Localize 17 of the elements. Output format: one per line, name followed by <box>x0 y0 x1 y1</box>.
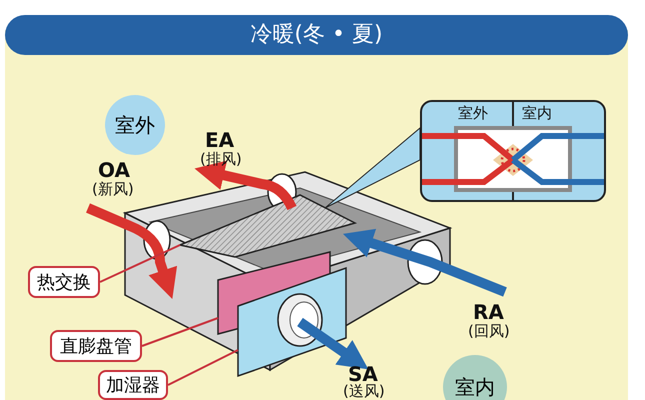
zone-label: 室外 <box>458 104 488 123</box>
title-banner: 冷暖(冬 • 夏) <box>5 15 628 55</box>
airflow-name: (送风) <box>343 382 385 400</box>
callout-label: 加湿器 <box>98 370 168 400</box>
callout-pointer <box>324 126 420 208</box>
callout-label: 直膨盘管 <box>50 330 142 362</box>
airflow-name: (新风) <box>92 180 134 199</box>
leader-line <box>142 317 218 347</box>
heat-exchanger-core <box>180 195 355 257</box>
airflow-name: (回风) <box>468 322 510 341</box>
airflow-code: EA <box>205 128 234 152</box>
humidifier-panel <box>238 268 346 376</box>
airflow-name: (排风) <box>200 150 242 169</box>
callout-label: 热交换 <box>28 266 100 298</box>
airflow-code: RA <box>473 300 504 324</box>
airflow-code: OA <box>98 158 130 182</box>
zone-label: 室内 <box>522 104 552 123</box>
